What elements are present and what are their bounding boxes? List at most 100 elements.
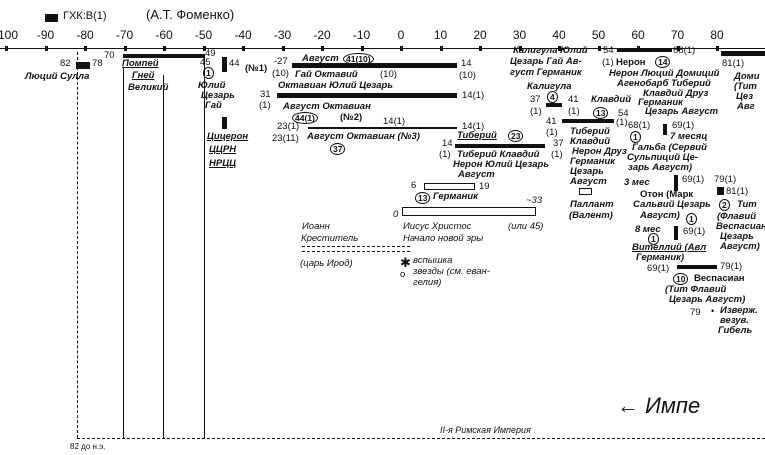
vitellius-l1: Вителлий (Авл xyxy=(632,242,707,253)
vespasian-start: 69(1) xyxy=(647,263,670,274)
titus-end: 81(1) xyxy=(726,186,749,197)
caesar-44: 44 xyxy=(229,58,240,69)
galba-circle: 1 xyxy=(630,131,641,143)
caesar-circle: 1 xyxy=(203,67,214,79)
caligula-full2: Цезарь Гай Ав- xyxy=(510,56,582,67)
cicero-name: Цицерон xyxy=(207,131,249,142)
otho-circle: 1 xyxy=(686,213,697,225)
cicero-bar xyxy=(222,117,227,129)
empire-caption: II-я Римская Империя xyxy=(440,425,531,435)
caesar-name1: Юлий xyxy=(198,80,226,91)
tiberius-start: 14 xyxy=(442,138,453,149)
john-l2: Креститель xyxy=(301,233,359,244)
axis-tick-label: 0 xyxy=(397,28,405,42)
jesus-start: 0 xyxy=(393,209,399,220)
star-l2: звезды (см. еван- xyxy=(413,266,490,277)
caesar-name2: Цезарь xyxy=(201,90,235,101)
titus-l4: Август) xyxy=(720,241,760,252)
axis-tick-mark xyxy=(518,46,522,51)
aug2-start: 31 xyxy=(260,89,271,100)
tiberius-name: Тиберий xyxy=(457,130,497,141)
caligula-end: 41 xyxy=(568,94,579,105)
vesuvius-l1: Изверж. xyxy=(720,305,758,316)
axis-tick-mark xyxy=(558,46,561,51)
axis-tick-label: 20 xyxy=(473,28,487,42)
vespasian-l1: (Тит Флавий xyxy=(665,284,727,295)
galba-l1: Гальба (Сервий xyxy=(632,142,707,153)
aug3-start2: 23(11) xyxy=(272,133,299,144)
star-l1: вспышка xyxy=(413,255,453,266)
claudius-end: 54 xyxy=(618,108,629,119)
germanicus-circle: 13 xyxy=(415,192,431,204)
nero-l4: Германик xyxy=(638,97,683,108)
vesuvius-year: 79 xyxy=(690,307,701,318)
pompey-end: 49 xyxy=(205,48,216,59)
vespasian-name: Веспасиан xyxy=(694,273,745,284)
axis-tick-label: -20 xyxy=(313,28,331,42)
caesar-start: 45 xyxy=(200,57,211,68)
axis-tick-mark xyxy=(163,46,166,51)
otho-bar xyxy=(674,175,678,191)
titus-name: Тит xyxy=(737,199,757,210)
aug3-circle: 37 xyxy=(330,143,346,155)
titus-start: 79(1) xyxy=(714,174,737,185)
aug3-mid: 14(1) xyxy=(383,116,406,127)
jesus-bar xyxy=(402,207,536,216)
aug1-start: -27 xyxy=(274,56,288,67)
axis-tick-mark xyxy=(123,46,127,51)
aug2-end: 14(1) xyxy=(462,90,485,101)
caligula-end-sub: (1) xyxy=(568,106,580,117)
caligula-start: 37 xyxy=(530,94,541,105)
star-l3: гелия) xyxy=(413,277,442,288)
legend-author: (А.Т. Фоменко) xyxy=(146,7,235,22)
claudius-l5: Цезарь xyxy=(570,166,604,177)
domitian-l1: Доми xyxy=(734,71,760,82)
aug1-name1: Гай Октавий xyxy=(295,69,358,80)
domitian-l3: Цез xyxy=(736,91,754,102)
caligula-name: Калигула xyxy=(527,81,572,92)
titus-l1: (Флавий xyxy=(717,211,756,222)
caesar-name3: Гай xyxy=(205,100,222,111)
claudius-circle: 13 xyxy=(593,107,609,119)
sulla-dashed-line xyxy=(77,52,78,438)
vitellius-l2: Германик) xyxy=(636,252,685,263)
aug3-name: Август Октавиан (№3) xyxy=(307,131,420,142)
axis-tick-label: 50 xyxy=(591,28,606,42)
time-axis xyxy=(0,48,765,49)
vespasian-bar xyxy=(677,265,717,269)
axis-tick-label: 30 xyxy=(512,28,527,42)
legend-label: ГХК:В(1) xyxy=(63,10,107,22)
vitellius-duration: 8 мес xyxy=(635,224,661,235)
tiberius-circle: 23 xyxy=(508,130,524,142)
sulla-bar xyxy=(76,62,90,69)
axis-tick-label: -50 xyxy=(194,28,213,42)
tiberius-l2: Нерон Юлий Цезарь xyxy=(453,159,549,170)
aug1-end-sub: (10) xyxy=(459,70,476,81)
nero-l5: Цезарь Август xyxy=(645,106,719,117)
axis-tick-mark xyxy=(360,46,364,51)
pompey-line-mid xyxy=(163,75,164,438)
axis-tick-label: -70 xyxy=(115,28,134,42)
axis-tick-mark xyxy=(439,46,443,51)
aug1-bar xyxy=(292,63,457,68)
aug1-end: 14 xyxy=(461,58,472,69)
sulla-end: 78 xyxy=(92,58,103,69)
sulla-name: Люций Сулла xyxy=(25,71,90,82)
john-dash2 xyxy=(302,251,410,252)
caligula-bar xyxy=(546,103,562,107)
axis-tick-label: -10 xyxy=(352,28,371,42)
jesus-name: Иисус Христос xyxy=(403,221,472,232)
axis-tick-mark xyxy=(321,46,324,51)
nero-bar xyxy=(617,48,672,52)
nero-start: 54 xyxy=(603,45,614,56)
axis-tick-mark xyxy=(44,46,48,51)
pompey-name2: Гней xyxy=(132,70,155,81)
vespasian-end: 79(1) xyxy=(720,261,743,272)
bottom-dashed-line xyxy=(77,438,765,439)
caesar-num: (№1) xyxy=(245,63,268,74)
domitian-l2: (Тит xyxy=(734,81,757,92)
nero-end: 68(1) xyxy=(673,45,696,56)
axis-tick-mark xyxy=(84,46,87,51)
aug3-bar xyxy=(308,127,457,129)
germanicus-end: 19 xyxy=(479,181,490,192)
